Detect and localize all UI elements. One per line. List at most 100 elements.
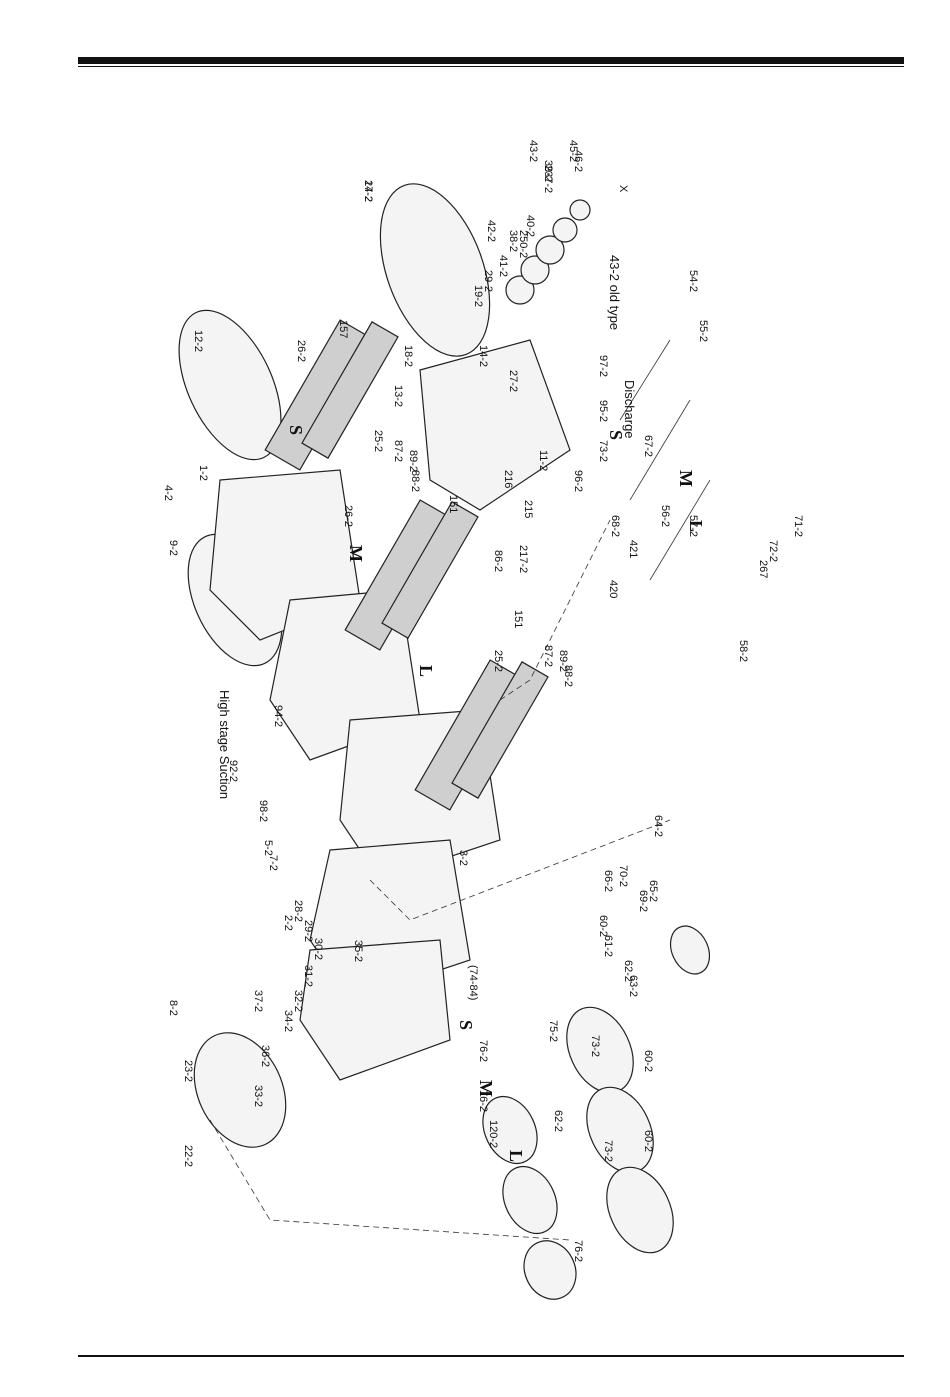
- rod-M: [629, 399, 691, 501]
- part-label: 92-2: [227, 760, 239, 782]
- part-label: 60-2: [642, 1130, 654, 1152]
- part-label: 31-2: [302, 965, 314, 987]
- part-label: 72-2: [767, 540, 779, 562]
- part-label: 13-2: [392, 385, 404, 407]
- part-label: 97-2: [597, 355, 609, 377]
- part-label: 62-2: [552, 1110, 564, 1132]
- bearing-stack: [505, 199, 591, 305]
- header-rule-thick: [78, 57, 904, 64]
- part-label: 215: [522, 500, 534, 518]
- part-label: 18-2: [402, 345, 414, 367]
- part-label: 30-2: [312, 938, 324, 960]
- part-label: 55-2: [697, 320, 709, 342]
- part-label: L: [686, 520, 706, 532]
- part-label: 73-2: [602, 1140, 614, 1162]
- part-label: 43-2: [527, 140, 539, 162]
- part-label: 25-2: [492, 650, 504, 672]
- part-label: 250-2: [517, 230, 529, 258]
- part-label: 43-2 old type: [607, 255, 622, 330]
- part-label: 76-2: [477, 1040, 489, 1062]
- part-label: 267: [757, 560, 769, 578]
- part-label: 95-2: [597, 400, 609, 422]
- part-label: 60-2: [597, 915, 609, 937]
- part-label: 421: [627, 540, 639, 558]
- part-label: 60-2: [642, 1050, 654, 1072]
- part-label: 26-2: [342, 505, 354, 527]
- part-label: 86-2: [492, 550, 504, 572]
- part-label: 5-2: [262, 840, 274, 856]
- part-label: 54-2: [687, 270, 699, 292]
- part-label: 7-2: [267, 855, 279, 871]
- part-label: 237-2: [542, 165, 554, 193]
- part-label: 26-2: [295, 340, 307, 362]
- part-label: 73-2: [597, 440, 609, 462]
- part-label: 57-2: [687, 515, 699, 537]
- part-label: 29-2: [302, 920, 314, 942]
- part-label: 28-2: [292, 900, 304, 922]
- part-label: 68-2: [609, 515, 621, 537]
- part-label: 69-2: [637, 890, 649, 912]
- part-label: 65-2: [647, 880, 659, 902]
- part-label: 24-2: [362, 180, 374, 202]
- part-label: 33-2: [252, 1085, 264, 1107]
- part-label: 25-2: [372, 430, 384, 452]
- part-label: 420: [607, 580, 619, 598]
- rotor-S: [264, 319, 399, 471]
- part-label: 29-2: [482, 270, 494, 292]
- gasket-17: [379, 183, 491, 357]
- part-label: 89-2: [407, 450, 419, 472]
- part-label: 38-2: [507, 230, 519, 252]
- part-label: 14-2: [477, 345, 489, 367]
- part-label: L: [506, 1150, 526, 1162]
- part-label: 67-2: [642, 435, 654, 457]
- part-label: 62-2: [622, 960, 634, 982]
- part-label: 12-2: [192, 330, 204, 352]
- part-label: 17-2: [362, 180, 374, 202]
- cover-M: [502, 1165, 558, 1235]
- suction-cover: [299, 939, 451, 1081]
- exploded-parts-diagram: [178, 183, 710, 1300]
- part-label: 216: [502, 470, 514, 488]
- part-label: S: [456, 1020, 476, 1030]
- part-label: 61-2: [602, 935, 614, 957]
- part-label: 19-2: [472, 285, 484, 307]
- part-label: 9-2: [167, 540, 179, 556]
- part-label: 89-2: [557, 650, 569, 672]
- part-label: 76-2: [572, 1240, 584, 1262]
- part-label: 98-2: [257, 800, 269, 822]
- part-label: 2-2: [282, 915, 294, 931]
- part-label: 23-2: [182, 1060, 194, 1082]
- part-label: 32-2: [292, 990, 304, 1012]
- bearing-housing-60c: [606, 1166, 674, 1254]
- footer-rule: [78, 1355, 904, 1357]
- rotor-L: [414, 659, 549, 811]
- part-label: M: [346, 545, 366, 562]
- gasket-23: [193, 1032, 287, 1148]
- part-label: 42-2: [485, 220, 497, 242]
- part-label: 151: [512, 610, 524, 628]
- lower-assembly: [482, 925, 710, 1300]
- part-label: S: [286, 425, 306, 435]
- cover-S: [482, 1095, 538, 1165]
- part-label: M: [676, 470, 696, 487]
- part-label: 8-2: [167, 1000, 179, 1016]
- part-label: 94-2: [272, 705, 284, 727]
- part-label: L: [416, 665, 436, 677]
- part-label: 70-2: [617, 865, 629, 887]
- part-label: 71-2: [792, 515, 804, 537]
- part-label: 34-2: [282, 1010, 294, 1032]
- discharge-housing: [419, 339, 571, 511]
- part-label: 76-2: [477, 1090, 489, 1112]
- part-label: 96-2: [572, 470, 584, 492]
- part-label: 40-2: [524, 215, 536, 237]
- part-label: 3-2: [457, 850, 469, 866]
- part-label: 87-2: [542, 645, 554, 667]
- part-label: (74-84): [467, 965, 479, 1000]
- header-rule-thin: [78, 66, 904, 67]
- part-label: 66-2: [602, 870, 614, 892]
- part-label: Discharge: [622, 380, 637, 439]
- part-label: X: [617, 185, 629, 193]
- part-label: 56-2: [659, 505, 671, 527]
- part-label: 45-2: [567, 140, 579, 162]
- seal-64: [669, 925, 710, 975]
